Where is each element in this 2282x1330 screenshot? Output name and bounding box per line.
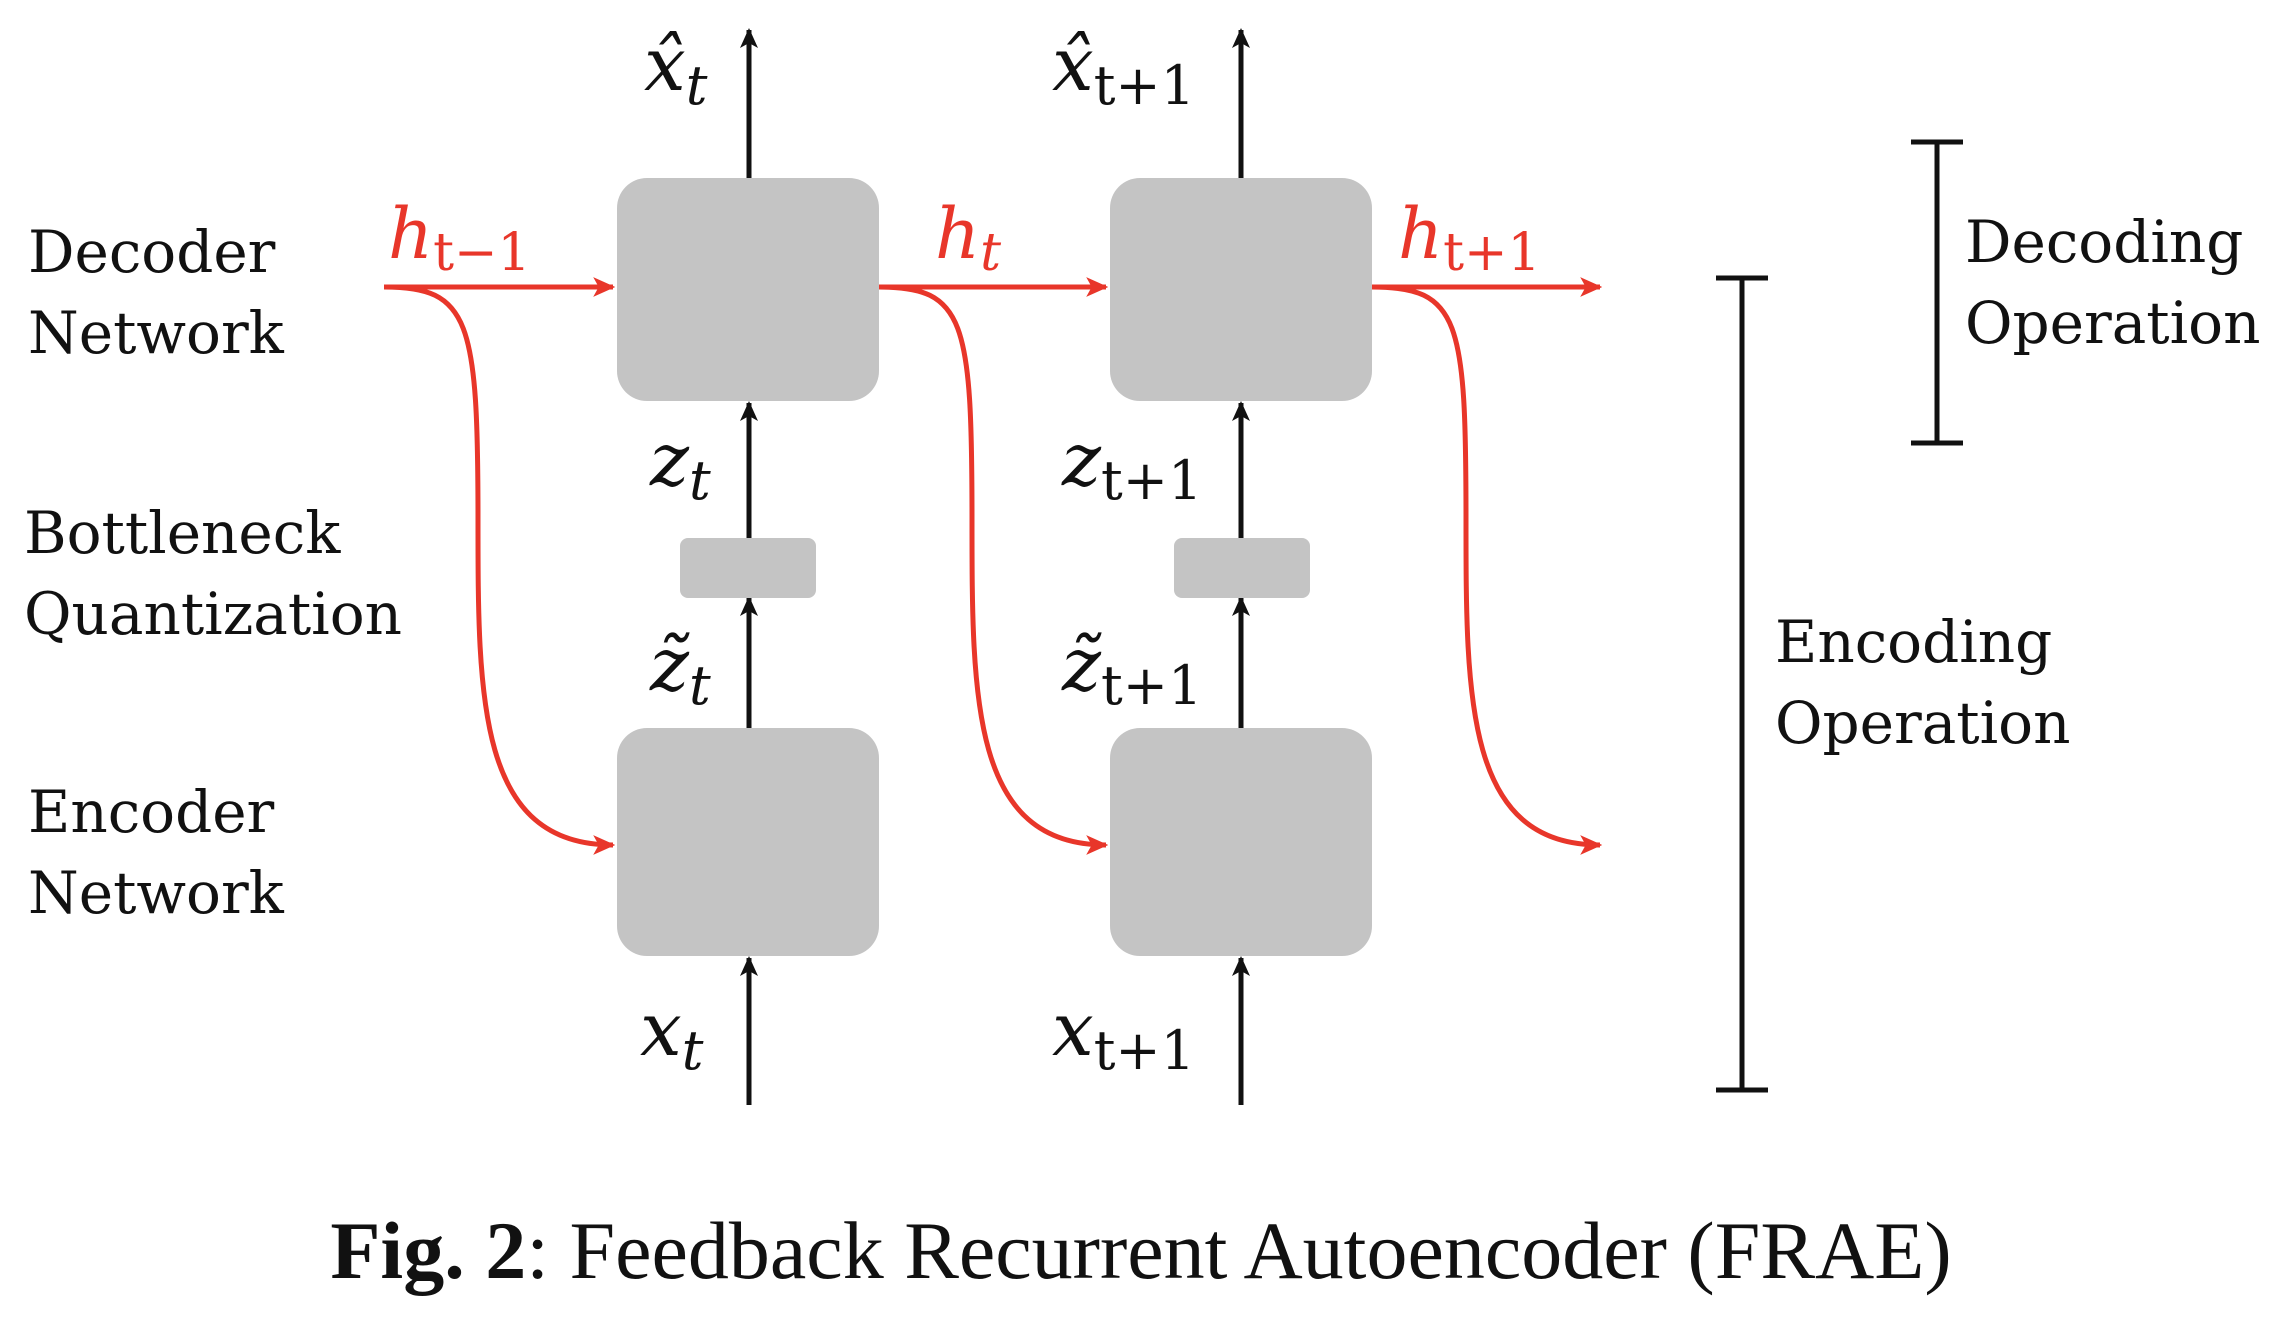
encoding-operation-label: Encoding Operation: [1775, 608, 2071, 757]
encoder-block-t1: [1110, 728, 1372, 956]
x-t1-label: xt+1: [1052, 987, 1195, 1082]
h-t-label: ht: [935, 193, 1001, 283]
h-t1-to-next-encoder-arrow: [1371, 284, 1603, 855]
z-t-label: zt: [649, 417, 711, 512]
encoder-block-t: [617, 728, 879, 956]
encoder-network-label: Encoder Network: [28, 778, 293, 927]
h-t-to-encoder-arrow: [878, 284, 1109, 855]
z-t1-label: zt+1: [1061, 417, 1202, 512]
x-hat-t-label: x̂t: [644, 22, 708, 117]
decoding-bracket: [1911, 139, 1963, 446]
z-tilde-t1-label: z̃t+1: [1061, 622, 1202, 717]
z-tilde-t-label: z̃t: [649, 622, 711, 717]
h-t-plus-1-label: ht+1: [1398, 193, 1541, 283]
figure-caption: Fig. 2: Feedback Recurrent Autoencoder (…: [330, 1205, 1951, 1296]
quantizer-block-t: [680, 538, 816, 598]
h-t-minus-1-label: ht−1: [388, 193, 531, 283]
decoder-block-t: [617, 178, 879, 401]
decoder-block-t1: [1110, 178, 1372, 401]
h-prev-to-encoder-arrow: [383, 284, 616, 855]
bottleneck-quantization-label: Bottleneck Quantization: [24, 499, 402, 648]
x-hat-t1-label: x̂t+1: [1052, 22, 1195, 117]
decoding-operation-label: Decoding Operation: [1965, 208, 2262, 357]
decoder-network-label: Decoder Network: [28, 218, 294, 367]
quantizer-block-t1: [1174, 538, 1310, 598]
encoding-bracket: [1716, 275, 1768, 1093]
recurrent-state-paths: [383, 277, 1603, 855]
x-t-label: xt: [640, 987, 704, 1082]
